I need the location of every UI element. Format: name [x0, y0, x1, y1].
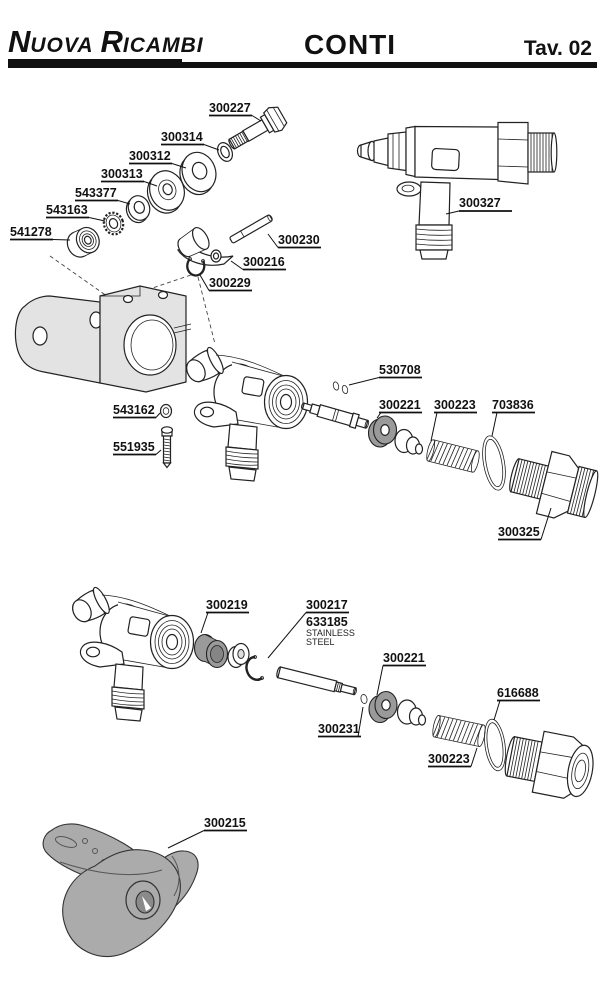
label-543163: 543163: [46, 203, 106, 222]
part-number-543163: 543163: [46, 203, 88, 217]
part-number-300223: 300223: [434, 398, 476, 412]
part-bracket: [14, 285, 192, 393]
label-543377: 543377: [75, 186, 131, 205]
label-530708: 530708: [348, 363, 422, 386]
part-number-543162: 543162: [113, 403, 155, 417]
part-number-300314: 300314: [161, 130, 203, 144]
brand-initial-r: R: [100, 24, 123, 59]
part-snap-ring-300229: [186, 257, 206, 277]
part-number-300327: 300327: [459, 196, 501, 210]
label-300231: 300231: [318, 706, 364, 738]
part-ring-543162: [159, 403, 173, 419]
label-633185: 633185 STAINLESS STEEL: [306, 615, 355, 647]
part-bolt-300227: [228, 106, 288, 150]
part-washer-300313: [146, 170, 185, 214]
part-washer-543377: [125, 195, 151, 224]
part-number-530708: 530708: [379, 363, 421, 377]
part-star-washer-543163: [102, 211, 125, 236]
part-washer-lower: [227, 642, 250, 669]
part-number-300219: 300219: [206, 598, 248, 612]
part-snap-ring-300217: [245, 655, 264, 681]
part-number-300227: 300227: [209, 101, 251, 115]
part-number-541278: 541278: [10, 225, 52, 239]
label-543162: 543162: [113, 403, 161, 419]
label-616688: 616688: [493, 686, 540, 721]
label-551935: 551935: [113, 440, 162, 456]
part-number-551935: 551935: [113, 440, 155, 454]
header-rule: [8, 62, 597, 68]
label-300312: 300312: [129, 149, 187, 169]
part-number-543377: 543377: [75, 186, 117, 200]
part-number-300230: 300230: [278, 233, 320, 247]
plate-number: Tav. 02: [523, 37, 592, 60]
part-poppet-lower: [396, 699, 427, 726]
label-300215: 300215: [167, 816, 247, 849]
part-number-300223-lower: 300223: [428, 752, 470, 766]
label-300314: 300314: [161, 130, 220, 151]
brand-logo: NUOVA RICAMBI: [8, 24, 204, 63]
label-300217: 300217: [267, 598, 349, 659]
part-bushing-300219: [193, 633, 229, 669]
part-valve-body-lower: [67, 584, 195, 722]
label-300219: 300219: [200, 598, 249, 634]
part-nipple-300325: [509, 450, 599, 519]
part-stem-300231: [276, 666, 357, 696]
part-number-300229: 300229: [209, 276, 251, 290]
part-oring-616688: [484, 718, 506, 772]
brand-rest-icambi: ICAMBI: [122, 34, 204, 57]
label-703836: 703836: [491, 398, 535, 437]
brand-rest-uova: UOVA: [30, 34, 94, 57]
page-title: CONTI: [303, 29, 397, 60]
part-spring-300223-lower: [430, 714, 488, 748]
part-number-300221-lower: 300221: [383, 651, 425, 665]
part-orings-530708: [332, 381, 349, 395]
part-gasket-300221-middle: [367, 415, 398, 448]
label-300313: 300313: [101, 167, 158, 187]
logo-underline: [8, 59, 182, 62]
part-number-300216: 300216: [243, 255, 285, 269]
part-knob-300215: [42, 823, 199, 958]
material-note-line2: STEEL: [306, 637, 335, 647]
label-300221-middle: 300221: [376, 398, 422, 419]
part-screw-551935: [160, 426, 174, 469]
label-300327: 300327: [445, 196, 512, 215]
part-number-300313: 300313: [101, 167, 143, 181]
part-number-300217: 300217: [306, 598, 348, 612]
part-oring-703836: [482, 435, 506, 491]
material-note-line1: STAINLESS: [306, 628, 355, 638]
label-300216: 300216: [230, 255, 286, 271]
label-300230: 300230: [267, 233, 321, 249]
label-300221-lower: 300221: [376, 651, 426, 696]
label-300229: 300229: [199, 274, 252, 292]
label-541278: 541278: [10, 225, 71, 241]
part-seal-300314: [216, 142, 234, 162]
part-number-633185: 633185: [306, 615, 348, 629]
page-header: NUOVA RICAMBI CONTI Tav. 02: [0, 0, 600, 80]
part-number-300312: 300312: [129, 149, 171, 163]
part-number-703836: 703836: [492, 398, 534, 412]
part-number-616688: 616688: [497, 686, 539, 700]
part-valve-body-middle: [181, 344, 309, 482]
label-300325: 300325: [498, 507, 552, 541]
part-oring-small-lower: [360, 694, 368, 704]
part-clamp-300216: [177, 227, 234, 266]
part-nut-541278: [66, 226, 100, 258]
part-number-300221: 300221: [379, 398, 421, 412]
part-number-300231: 300231: [318, 722, 360, 736]
part-spring-300223-middle: [424, 438, 482, 474]
label-300223-middle: 300223: [430, 398, 477, 442]
label-300223-lower: 300223: [428, 747, 478, 768]
part-valve-assembly-300327: [356, 121, 558, 260]
part-gasket-300221-lower: [368, 690, 398, 724]
part-number-300215: 300215: [204, 816, 246, 830]
label-300227: 300227: [209, 101, 262, 122]
part-poppet-middle: [394, 428, 424, 455]
part-stem-middle: [301, 402, 370, 429]
part-washer-300312: [179, 151, 217, 196]
part-hex-adapter-lower: [504, 730, 594, 799]
part-pin-300230: [229, 214, 273, 244]
brand-initial-n: N: [8, 24, 31, 59]
part-number-300325: 300325: [498, 525, 540, 539]
